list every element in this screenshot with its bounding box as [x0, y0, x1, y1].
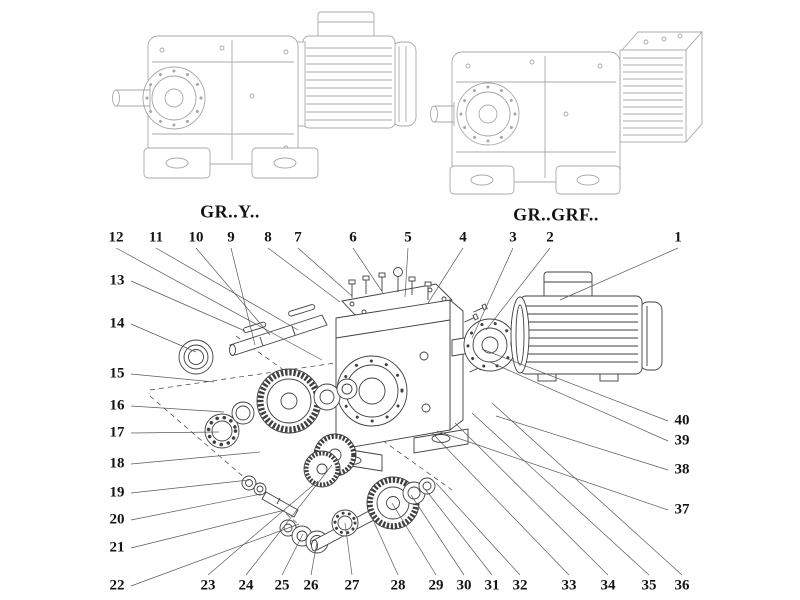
leader-line-36	[491, 402, 683, 576]
leader-line-9	[230, 247, 256, 346]
part-callout-4: 4	[459, 229, 467, 246]
part-callout-25: 25	[274, 577, 290, 594]
leader-line-24	[245, 464, 333, 576]
part-callout-20: 20	[109, 511, 125, 528]
leader-line-2	[485, 247, 551, 331]
leader-line-3	[471, 247, 514, 339]
part-callout-16: 16	[109, 397, 125, 414]
gear-large	[256, 368, 322, 434]
leader-line-39	[489, 361, 669, 442]
part-callout-11: 11	[148, 229, 164, 246]
part-callout-15: 15	[109, 365, 125, 382]
variant-label-gr-grf: GR..GRF..	[513, 204, 599, 225]
part-callout-12: 12	[108, 229, 124, 246]
leader-line-14	[130, 323, 197, 353]
part-callout-1: 1	[674, 229, 682, 246]
leader-line-19	[130, 479, 250, 494]
leader-line-37	[436, 430, 669, 511]
part-callout-39: 39	[674, 432, 690, 449]
part-callout-35: 35	[641, 577, 657, 594]
motor	[510, 271, 663, 382]
leader-line-30	[410, 494, 465, 576]
output-flange-and-fasteners	[451, 303, 517, 373]
leader-line-27	[344, 522, 353, 576]
part-callout-23: 23	[200, 577, 216, 594]
part-callout-5: 5	[404, 229, 412, 246]
part-callout-9: 9	[227, 229, 235, 246]
part-callout-2: 2	[546, 229, 554, 246]
variant-label-gr-y: GR..Y..	[200, 201, 260, 222]
leader-line-13	[130, 280, 246, 332]
leader-line-15	[130, 373, 215, 383]
leader-line-22	[130, 523, 300, 587]
part-callout-37: 37	[674, 501, 690, 518]
part-callout-32: 32	[512, 577, 528, 594]
leader-line-18	[130, 451, 261, 465]
leader-line-20	[130, 493, 262, 521]
part-callout-24: 24	[238, 577, 254, 594]
leader-line-38	[495, 415, 669, 471]
leader-line-8	[267, 247, 341, 303]
part-callout-6: 6	[349, 229, 357, 246]
leader-line-34	[454, 422, 609, 576]
part-callout-34: 34	[600, 577, 616, 594]
exploded-view-drawing	[149, 267, 663, 554]
part-callout-28: 28	[390, 577, 406, 594]
gear-housing	[325, 283, 469, 472]
leader-line-35	[471, 412, 650, 576]
part-callout-33: 33	[561, 577, 577, 594]
leader-line-4	[427, 247, 464, 304]
leader-line-31	[424, 488, 493, 576]
part-callout-21: 21	[109, 539, 125, 556]
part-callout-13: 13	[109, 272, 125, 289]
leader-line-28	[369, 512, 399, 576]
part-callout-8: 8	[264, 229, 272, 246]
output-shaft-assembly	[279, 476, 436, 554]
leader-line-33	[431, 432, 570, 576]
part-callout-27: 27	[344, 577, 360, 594]
part-callout-17: 17	[109, 424, 125, 441]
leader-line-16	[130, 405, 225, 413]
leader-line-1	[559, 247, 679, 301]
part-callout-29: 29	[428, 577, 444, 594]
part-callout-7: 7	[294, 229, 302, 246]
part-callout-26: 26	[303, 577, 319, 594]
part-callout-22: 22	[109, 577, 125, 594]
leader-line-29	[391, 502, 437, 576]
part-callout-18: 18	[109, 455, 125, 472]
part-callout-10: 10	[188, 229, 204, 246]
leader-line-40	[481, 348, 669, 422]
leader-line-21	[130, 509, 286, 549]
leader-line-6	[352, 247, 384, 294]
part-callout-31: 31	[484, 577, 500, 594]
part-callout-14: 14	[109, 315, 125, 332]
input-shaft-assembly	[229, 304, 328, 356]
leader-line-5	[404, 247, 409, 298]
leader-line-12	[115, 247, 323, 361]
part-callout-19: 19	[109, 484, 125, 501]
intermediate-pinion-parts	[241, 450, 341, 518]
leader-line-26	[310, 541, 318, 576]
part-callout-36: 36	[674, 577, 690, 594]
leader-line-32	[435, 482, 521, 576]
assembled-gearmotor-gr-y-drawing	[112, 11, 417, 179]
part-callout-40: 40	[674, 412, 690, 429]
leader-line-7	[297, 247, 353, 297]
leader-lines	[115, 247, 683, 587]
leader-line-17	[130, 431, 220, 434]
top-fasteners	[348, 267, 432, 300]
leader-line-23	[207, 480, 319, 576]
part-callout-30: 30	[456, 577, 472, 594]
assembled-gearmotor-gr-grf-drawing	[430, 30, 704, 195]
part-callout-3: 3	[509, 229, 517, 246]
leader-line-10	[195, 247, 271, 336]
part-callout-38: 38	[674, 461, 690, 478]
leader-line-25	[281, 533, 304, 576]
leader-line-11	[155, 247, 299, 331]
